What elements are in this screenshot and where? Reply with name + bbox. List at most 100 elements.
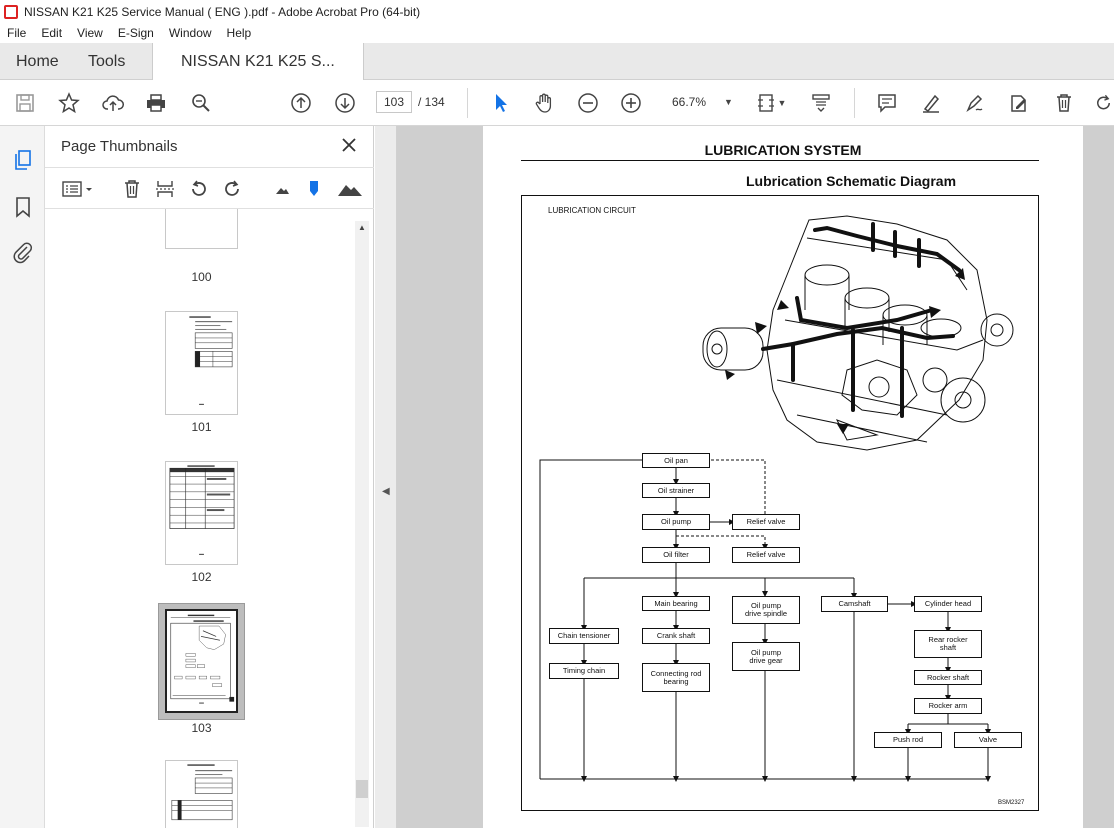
- toolbar-divider: [854, 88, 855, 118]
- print-icon[interactable]: [143, 90, 169, 116]
- menu-file[interactable]: File: [7, 26, 27, 40]
- menu-window[interactable]: Window: [168, 26, 212, 40]
- page-total: / 134: [418, 95, 445, 109]
- page-heading: LUBRICATION SYSTEM: [704, 142, 862, 158]
- delete-trash-icon[interactable]: [1051, 90, 1077, 116]
- flow-connectors: [539, 457, 991, 782]
- page-thumbnail-102[interactable]: [165, 461, 238, 565]
- main-toolbar: 103 / 134 66.7% ▼ ▼: [0, 80, 1114, 126]
- zoom-level-select[interactable]: 66.7% ▼: [660, 91, 736, 113]
- scroll-up-arrow-icon[interactable]: ▲: [358, 223, 366, 232]
- menu-edit[interactable]: Edit: [41, 26, 63, 40]
- fit-page-icon[interactable]: [753, 90, 779, 116]
- edit-pdf-icon[interactable]: [1006, 90, 1032, 116]
- title-bar: NISSAN K21 K25 Service Manual ( ENG ).pd…: [0, 0, 1114, 23]
- flow-text-line: drive spindle: [744, 609, 788, 618]
- flow-chain-tensioner: Chain tensioner: [549, 628, 619, 644]
- thumbnail-label: 101: [191, 420, 212, 434]
- heading-rule: [521, 160, 1039, 161]
- bookmark-star-icon[interactable]: [56, 90, 82, 116]
- page-thumbnail-101[interactable]: [165, 311, 238, 415]
- scroll-mode-icon[interactable]: [808, 90, 834, 116]
- select-cursor-icon[interactable]: [488, 90, 514, 116]
- thumbnail-list: 100 101: [45, 209, 355, 828]
- flow-cylinder-head: Cylinder head: [914, 596, 982, 612]
- flow-rocker-arm: Rocker arm: [914, 698, 982, 714]
- menu-help[interactable]: Help: [226, 26, 252, 40]
- scrollbar-thumb[interactable]: [356, 780, 368, 798]
- collapse-panel-arrow-icon[interactable]: ◀: [382, 486, 390, 497]
- highlight-pen-icon[interactable]: [918, 90, 944, 116]
- thumbnail-label: 103: [191, 721, 212, 735]
- flow-text-line: drive gear: [749, 655, 783, 665]
- thumbnail-label: 102: [191, 570, 212, 584]
- flow-oil-strainer: Oil strainer: [642, 483, 710, 498]
- upload-cloud-icon[interactable]: [100, 90, 126, 116]
- flow-relief-valve-1: Relief valve: [732, 514, 800, 530]
- thumbnail-larger-icon[interactable]: [337, 178, 363, 200]
- flow-rocker-shaft: Rocker shaft: [914, 670, 982, 685]
- fit-options-chevron-icon[interactable]: ▼: [777, 98, 787, 108]
- page-thumbnail-100[interactable]: [165, 209, 238, 249]
- panel-collapse-bar[interactable]: ◀: [375, 126, 397, 828]
- diagram-code: BSM2327: [998, 800, 1025, 806]
- thumbnail-smaller-icon[interactable]: [271, 178, 293, 200]
- document-view[interactable]: LUBRICATION SYSTEM Lubrication Schematic…: [397, 126, 1114, 828]
- menu-bar: File Edit View E-Sign Window Help: [0, 23, 1114, 43]
- flow-oil-pump-drive-gear: Oil pump drive gear: [732, 642, 800, 671]
- bookmarks-icon[interactable]: [11, 195, 35, 219]
- menu-view[interactable]: View: [77, 26, 103, 40]
- flow-main-bearing: Main bearing: [642, 596, 710, 611]
- close-icon[interactable]: [340, 136, 358, 154]
- attachments-paperclip-icon[interactable]: [11, 240, 35, 264]
- page-thumbnail-104[interactable]: [165, 760, 238, 828]
- flow-rear-rocker-shaft: Rear rocker shaft: [914, 630, 982, 658]
- flow-crank-shaft: Crank shaft: [642, 628, 710, 644]
- window-title: NISSAN K21 K25 Service Manual ( ENG ).pd…: [24, 4, 421, 19]
- engine-illustration: [702, 215, 1014, 451]
- zoom-out-icon[interactable]: [575, 90, 601, 116]
- page-thumbnail-103[interactable]: [165, 609, 238, 713]
- thumbnail-scrollbar[interactable]: ▲: [355, 221, 369, 827]
- extract-pages-icon[interactable]: [154, 178, 176, 200]
- toolbar-divider: [467, 88, 468, 118]
- flow-oil-pan: Oil pan: [642, 453, 710, 468]
- zoom-search-icon[interactable]: [188, 90, 214, 116]
- flow-text-line: Rear rocker: [928, 635, 968, 644]
- tab-document[interactable]: NISSAN K21 K25 S...: [152, 43, 364, 81]
- rotate-clockwise-icon[interactable]: [221, 178, 243, 200]
- tab-home[interactable]: Home: [16, 52, 59, 70]
- thumbnail-size-slider[interactable]: [303, 178, 325, 200]
- acrobat-logo-icon: [4, 4, 18, 19]
- flow-relief-valve-2: Relief valve: [732, 547, 800, 563]
- menu-esign[interactable]: E-Sign: [117, 26, 154, 40]
- left-navigation-rail: [0, 126, 45, 828]
- page-thumbnails-icon[interactable]: [11, 148, 35, 172]
- comment-icon[interactable]: [874, 90, 900, 116]
- flow-oil-filter: Oil filter: [642, 547, 710, 563]
- rotate-icon[interactable]: [1093, 90, 1114, 116]
- flow-push-rod: Push rod: [874, 732, 942, 748]
- previous-page-icon[interactable]: [288, 90, 314, 116]
- flow-camshaft: Camshaft: [821, 596, 888, 612]
- save-icon[interactable]: [12, 90, 38, 116]
- tab-tools[interactable]: Tools: [88, 52, 126, 70]
- sign-pen-icon[interactable]: [962, 90, 988, 116]
- page-subheading: Lubrication Schematic Diagram: [745, 173, 957, 189]
- flow-connecting-rod-bearing: Connecting rod bearing: [642, 663, 710, 692]
- flow-oil-pump-drive-spindle: Oil pump drive spindle: [732, 596, 800, 624]
- flow-text-line: shaft: [939, 643, 957, 652]
- thumbnail-options-icon[interactable]: [61, 178, 95, 200]
- rotate-counterclockwise-icon[interactable]: [188, 178, 210, 200]
- thumbnail-label: 100: [191, 270, 212, 284]
- hand-tool-icon[interactable]: [531, 90, 557, 116]
- delete-page-icon[interactable]: [121, 178, 143, 200]
- flow-valve: Valve: [954, 732, 1022, 748]
- lubrication-diagram: LUBRICATION CIRCUIT: [521, 195, 1039, 811]
- next-page-icon[interactable]: [332, 90, 358, 116]
- zoom-in-icon[interactable]: [618, 90, 644, 116]
- zoom-level-value: 66.7%: [672, 95, 707, 109]
- page-number-input[interactable]: 103: [376, 91, 412, 113]
- diagram-label: LUBRICATION CIRCUIT: [548, 206, 636, 215]
- thumbnail-toolbar: [45, 167, 374, 209]
